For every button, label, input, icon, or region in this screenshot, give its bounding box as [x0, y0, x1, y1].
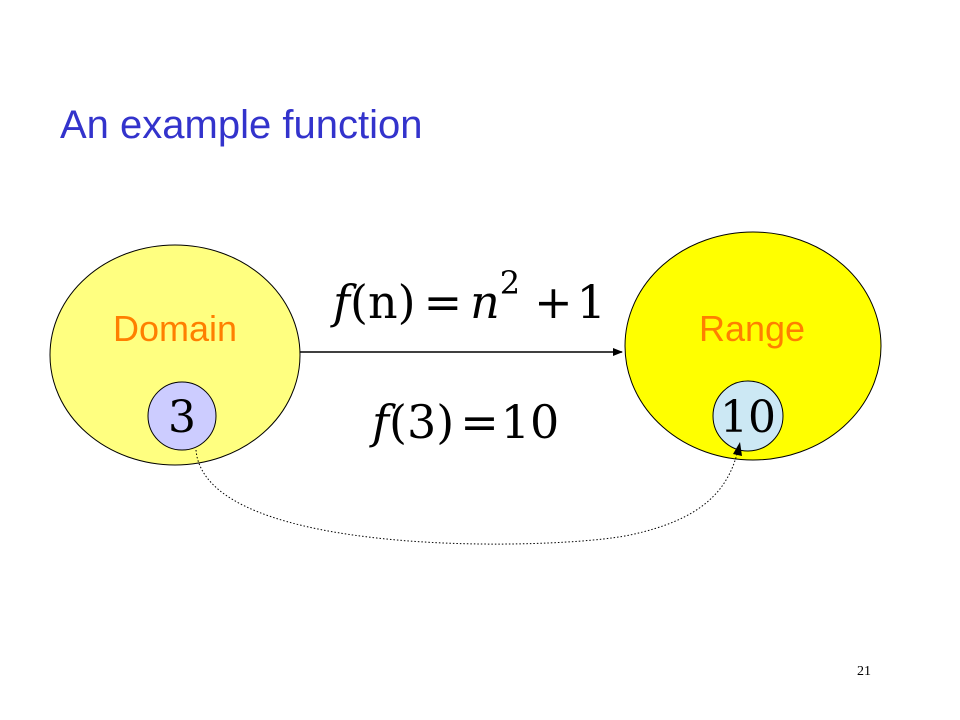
general-formula-exponent: 2	[500, 264, 520, 302]
domain-label: Domain	[113, 308, 237, 349]
page-number: 21	[857, 664, 871, 679]
general-formula-lhs: (n)	[350, 275, 416, 329]
slide-title: An example function	[60, 103, 423, 147]
example-formula-equals: =	[460, 395, 499, 449]
example-formula-lhs: (3)	[389, 395, 454, 449]
element-mapping-curve	[195, 449, 739, 545]
general-formula-plus: +	[534, 275, 573, 329]
general-formula-equals: =	[424, 275, 463, 329]
domain-element-value: 3	[168, 392, 196, 443]
range-element-value: 10	[720, 392, 776, 443]
general-formula-constant: 1	[577, 275, 606, 329]
range-element-circle[interactable]	[712, 380, 784, 452]
general-formula: f(n)=n2+1	[330, 264, 606, 329]
general-formula-base: n	[470, 275, 500, 329]
range-label: Range	[699, 308, 805, 349]
element-mapping-arrowhead	[733, 442, 742, 456]
range-set-ellipse	[624, 231, 882, 461]
domain-set-ellipse	[49, 244, 301, 466]
example-formula-rhs: 10	[501, 395, 560, 449]
domain-element-circle[interactable]	[147, 381, 217, 451]
example-formula: f(3)=10	[369, 395, 559, 449]
